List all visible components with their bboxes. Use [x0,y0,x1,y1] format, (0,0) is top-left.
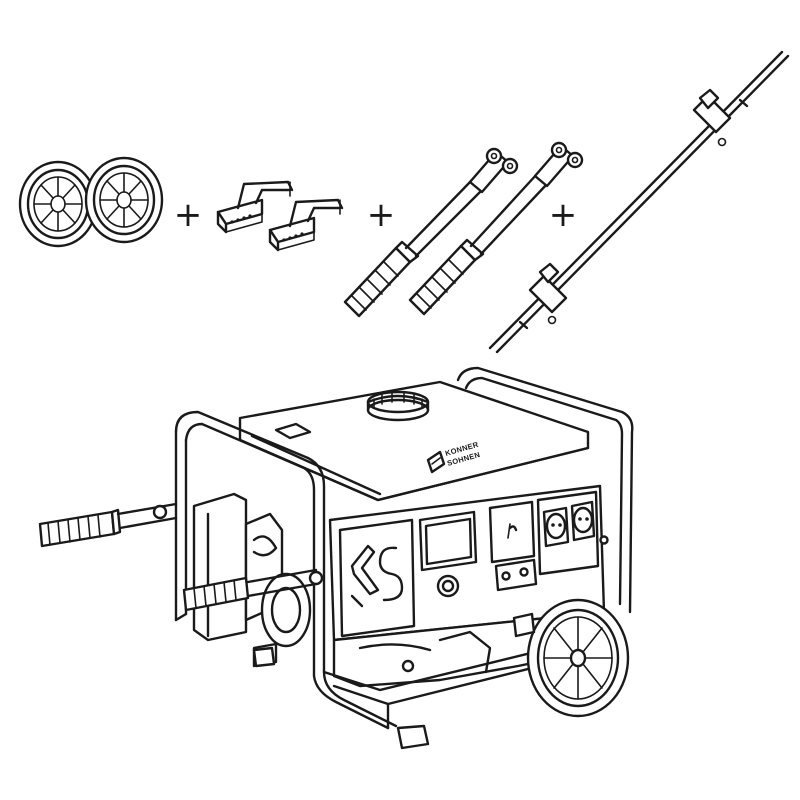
plus-sign-1: + [174,195,203,235]
generator-handle-lower [182,568,324,612]
panel-ks-logo [350,544,404,608]
handle-right [408,141,584,316]
foot-bracket-pair-icon [216,180,344,252]
portable-generator-icon: KONNER SOHNEN [38,366,634,750]
axle-rod-icon [488,50,790,354]
wheel-left [18,160,98,248]
wheel-pair-icon [18,156,164,248]
generator-handle-upper [38,502,178,548]
handle-left [343,147,519,318]
plus-sign-2: + [367,195,396,235]
generator-wheel [526,598,630,718]
plus-sign-3: + [549,195,578,235]
foot-bracket-right [268,198,344,252]
foot-bracket-left [216,180,294,234]
handle-pair-icon [343,141,584,318]
wheel-right [84,156,164,244]
